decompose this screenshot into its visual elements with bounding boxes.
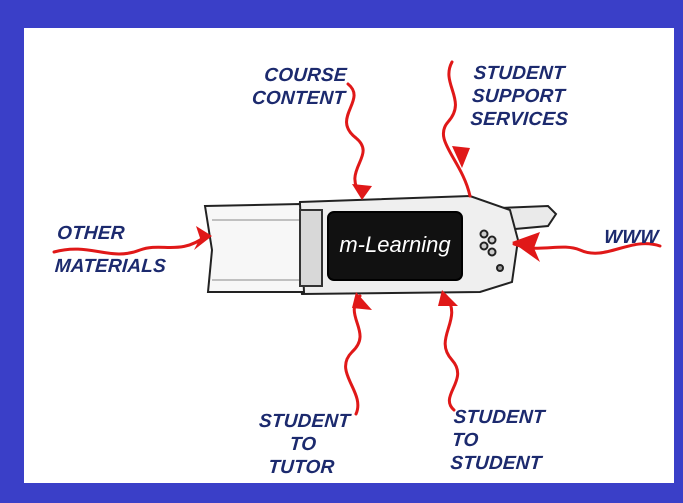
label-other-materials: OTHER MATERIALS <box>54 223 167 277</box>
arrow-heads <box>194 146 540 310</box>
arrowhead-student-student <box>438 290 458 306</box>
arrowhead-student-tutor <box>352 292 372 310</box>
label-student-to-student: STUDENT TO STUDENT <box>449 407 546 474</box>
label-student-to-tutor: STUDENT TO TUTOR <box>258 411 351 478</box>
arrow-course-content <box>345 82 365 198</box>
arrow-other-materials <box>52 234 208 256</box>
label-www: WWW <box>603 227 660 248</box>
arrowhead-www <box>512 232 540 262</box>
arrow-student-tutor <box>344 294 362 416</box>
arrow-www <box>512 242 662 255</box>
arrowhead-other-materials <box>194 226 212 250</box>
arrows <box>52 60 662 416</box>
arrow-student-support <box>441 60 472 198</box>
center-label: m-Learning <box>339 232 451 257</box>
mobile-device <box>203 194 558 296</box>
arrow-student-student <box>443 294 460 412</box>
label-course-content: COURSE CONTENT <box>251 65 348 109</box>
arrowhead-course-content <box>352 184 372 200</box>
label-student-support-services: STUDENT SUPPORT SERVICES <box>469 63 569 130</box>
arrowhead-student-support <box>452 146 470 168</box>
